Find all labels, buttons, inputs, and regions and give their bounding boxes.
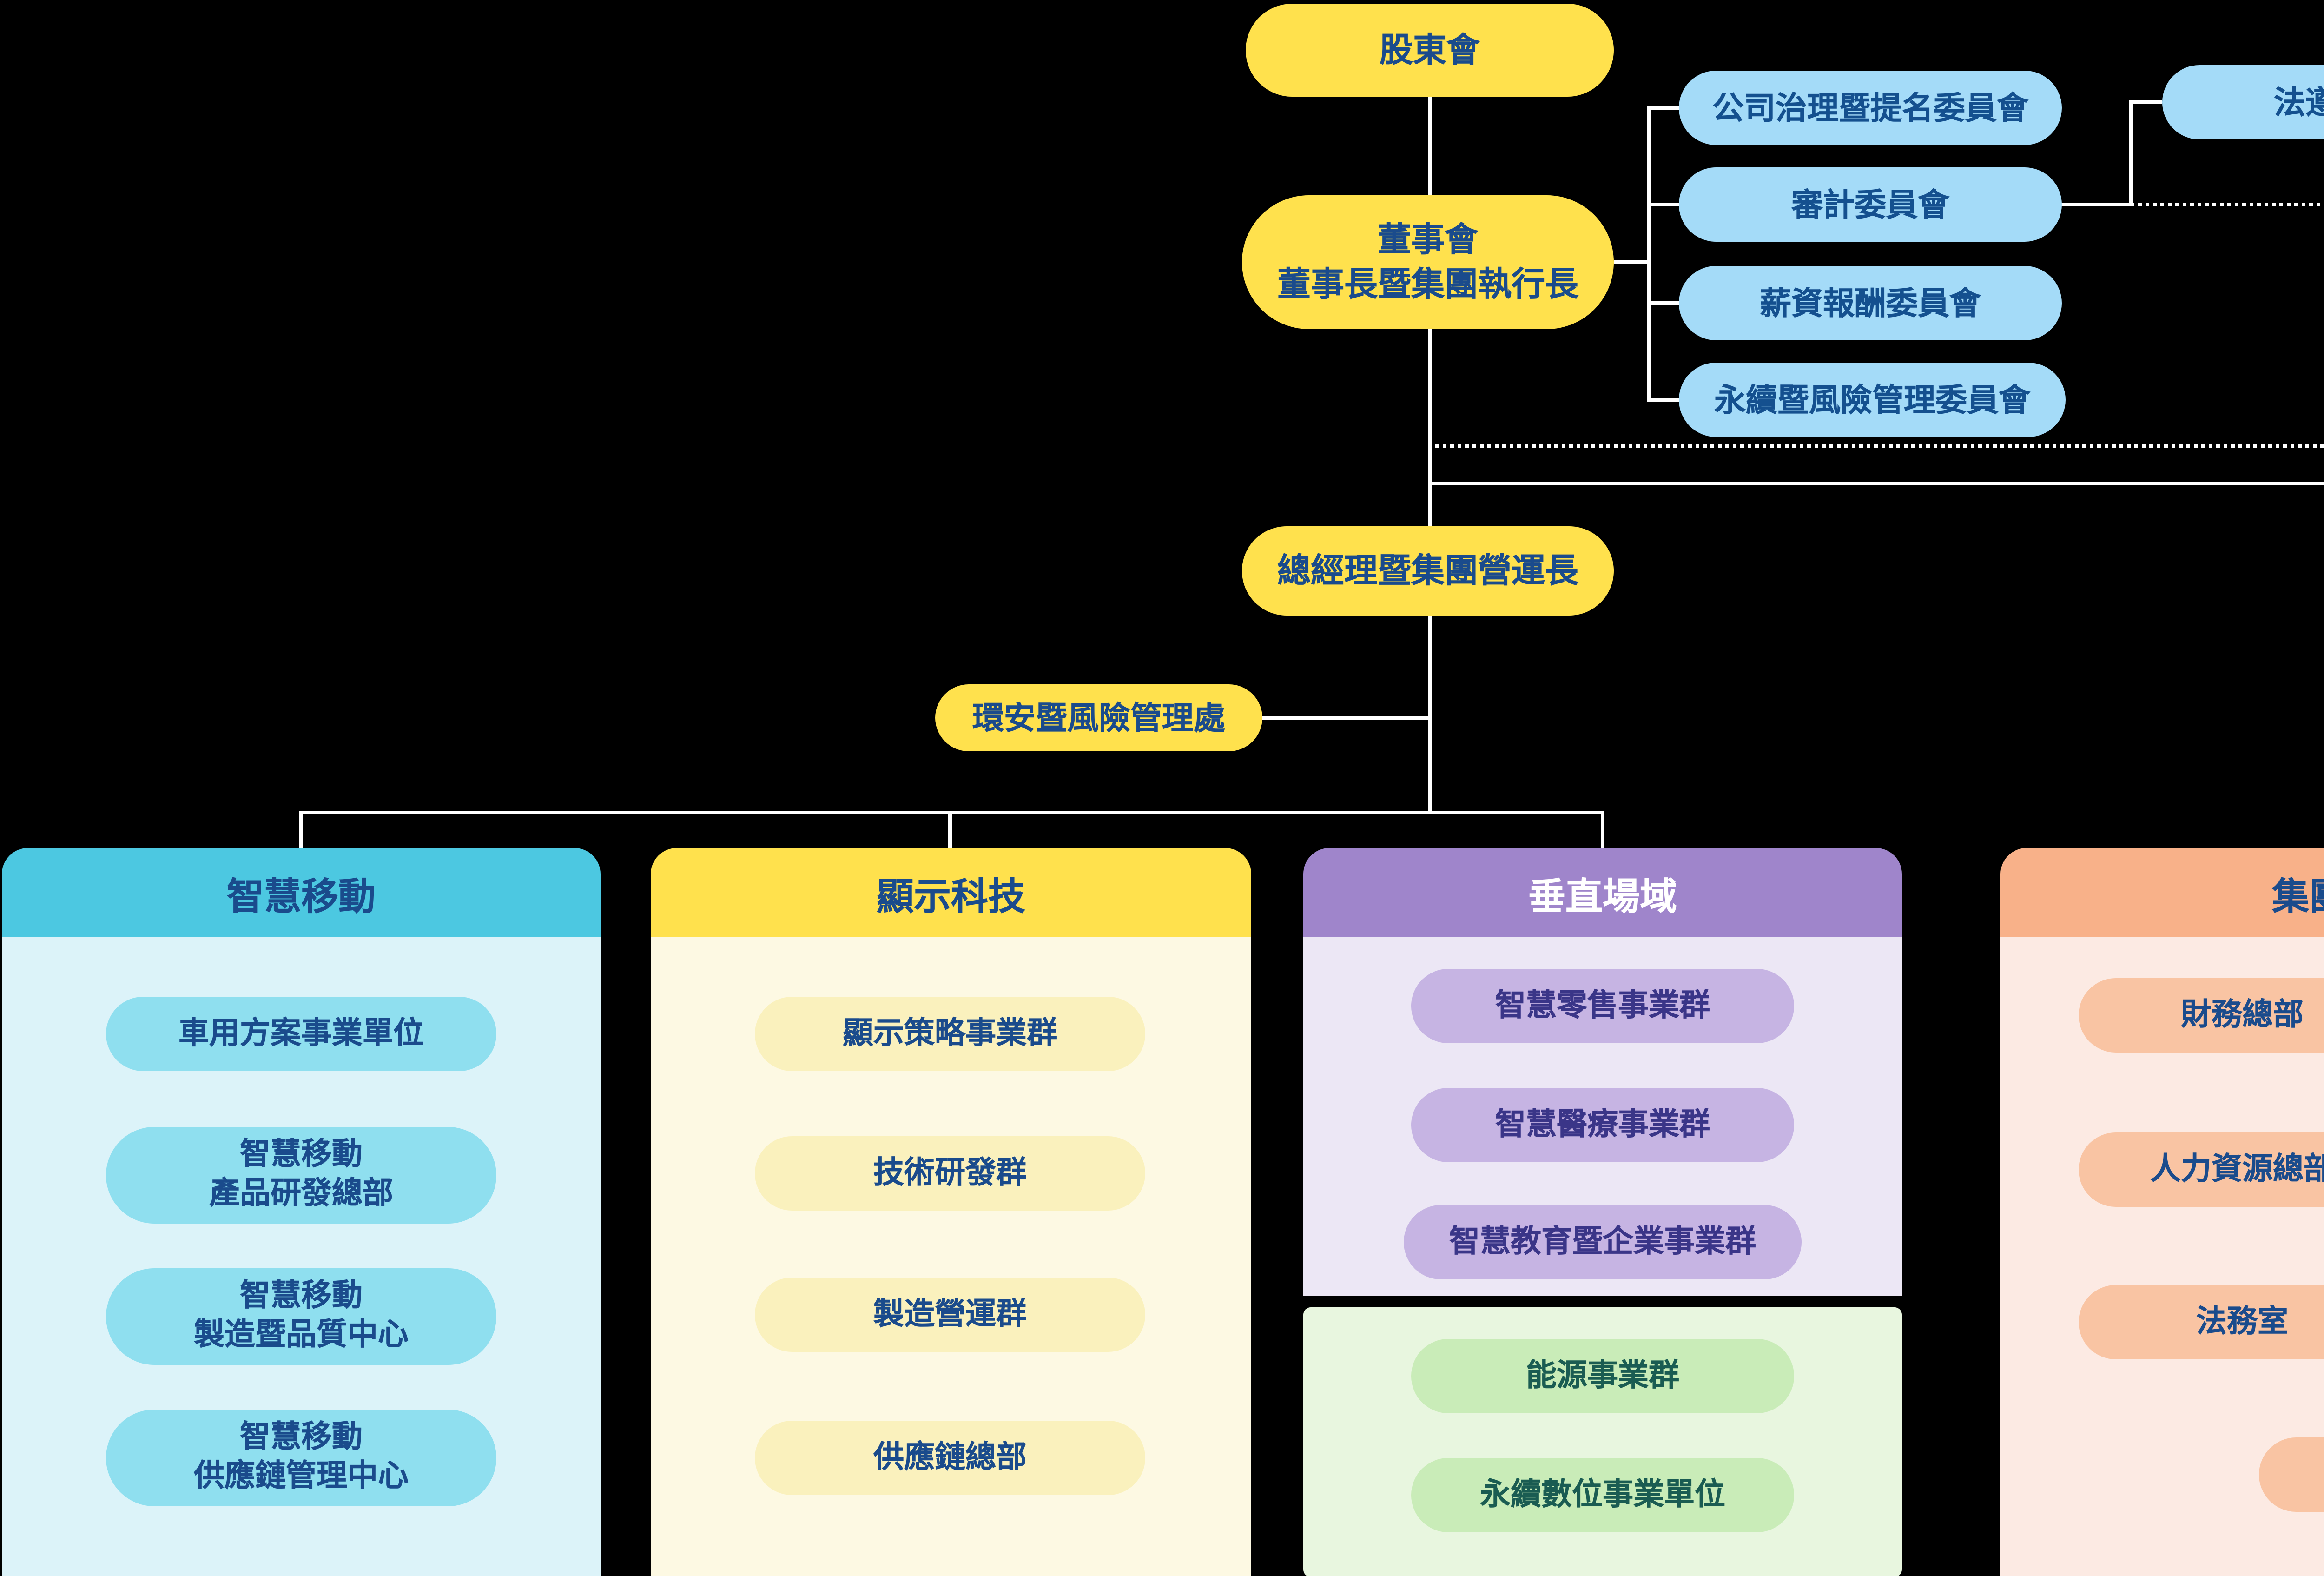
unit-label: 製造暨品質中心: [194, 1318, 409, 1352]
column-title: 垂直場域: [1528, 877, 1677, 918]
unit-smart-retail: 智慧零售事業群: [1411, 969, 1794, 1043]
ehs-label: 環安暨風險管理處: [972, 700, 1225, 735]
committee-label: 公司治理暨提名委員會: [1712, 90, 2028, 126]
column-display-technology: 顯示科技 顯示策略事業群 技術研發群 製造營運群 供應鏈總部: [651, 848, 1251, 1576]
column-vertical-domains: 垂直場域 智慧零售事業群 智慧醫療事業群 智慧教育暨企業事業群 能源事業群 永續…: [1303, 848, 1902, 1576]
connector-drop-col2: [948, 811, 952, 848]
unit-mobility-mfg-quality: 智慧移動 製造暨品質中心: [106, 1268, 496, 1365]
column-smart-mobility: 智慧移動 車用方案事業單位 智慧移動 產品研發總部 智慧移動 製造暨品質中心 智…: [2, 848, 601, 1576]
dotted-compliance-to-center: [1428, 444, 2324, 448]
unit-finance-hq: 財務總部: [2079, 978, 2324, 1053]
unit-label: 智慧移動: [240, 1138, 363, 1172]
committee-label: 永續暨風險管理委員會: [1714, 382, 2030, 417]
unit-smart-medical: 智慧醫療事業群: [1411, 1088, 1794, 1162]
unit-technology-rd: 技術研發群: [755, 1136, 1145, 1211]
connector-board-committee-stub: [1614, 260, 1649, 264]
connector-committee-stub-1: [1649, 106, 1681, 110]
connector-compliance-stub: [2129, 100, 2162, 104]
unit-label: 智慧移動: [240, 1279, 363, 1313]
committee-label: 審計委員會: [1791, 187, 1949, 222]
connector-committee-stub-2: [1649, 203, 1681, 206]
unit-manufacturing-operations: 製造營運群: [755, 1278, 1145, 1352]
unit-label: 技術研發群: [873, 1156, 1027, 1189]
connector-compliance-v: [2129, 100, 2133, 206]
board-label-line2: 董事長暨集團執行長: [1277, 266, 1578, 303]
president-group-coo: 總經理暨集團營運長: [1242, 526, 1614, 616]
committee-label: 薪資報酬委員會: [1760, 285, 1981, 321]
compliance-label: 法遵總顧問: [2274, 85, 2324, 120]
unit-human-resources-hq: 人力資源總部: [2079, 1132, 2324, 1207]
unit-label: 智慧醫療事業群: [1495, 1107, 1710, 1141]
unit-label: 製造營運群: [873, 1297, 1027, 1331]
unit-supply-chain-hq: 供應鏈總部: [755, 1421, 1145, 1495]
connector-drop-col3: [1601, 811, 1604, 848]
unit-label: 供應鏈管理中心: [194, 1460, 409, 1493]
committee-compensation: 薪資報酬委員會: [1679, 266, 2062, 340]
column-group-support: 集團營運支援單位 財務總部 數位技術發展總部 人力資源總部 永續發展總部 法務室…: [2000, 848, 2324, 1576]
connector-committee-bracket: [1647, 106, 1651, 402]
dotted-audit-committee-right: [2131, 203, 2324, 206]
column-title: 智慧移動: [227, 877, 376, 918]
shareholders-meeting: 股東會: [1246, 4, 1614, 97]
unit-display-strategy: 顯示策略事業群: [755, 997, 1145, 1071]
unit-label: 顯示策略事業群: [843, 1016, 1057, 1050]
unit-label: 供應鏈總部: [873, 1440, 1027, 1474]
connector-shareholders-board: [1428, 97, 1432, 195]
unit-label: 人力資源總部: [2150, 1152, 2324, 1185]
connector-committee-stub-3: [1649, 301, 1681, 305]
unit-label: 能源事業群: [1526, 1358, 1679, 1392]
connector-audit-compliance-h: [2060, 203, 2131, 206]
unit-sustainable-digital: 永續數位事業單位: [1411, 1458, 1794, 1532]
coo-label: 總經理暨集團營運長: [1277, 552, 1578, 589]
unit-label: 產品研發總部: [209, 1177, 393, 1211]
unit-label: 智慧零售事業群: [1495, 988, 1710, 1022]
column-title: 顯示科技: [877, 877, 1025, 918]
connector-drop-col1: [299, 811, 303, 848]
connector-distribution-horizontal: [301, 811, 1604, 814]
column-title: 集團營運支援單位: [2272, 877, 2324, 918]
unit-smart-education-enterprise: 智慧教育暨企業事業群: [1404, 1205, 1802, 1279]
chief-compliance-counsel: 法遵總顧問: [2162, 65, 2324, 139]
unit-legal-office: 法務室: [2079, 1285, 2324, 1359]
board-label-line1: 董事會: [1378, 221, 1478, 258]
unit-label: 法務室: [2196, 1305, 2288, 1338]
board-of-directors: 董事會 董事長暨集團執行長: [1242, 195, 1614, 329]
committee-audit: 審計委員會: [1679, 167, 2062, 242]
column-vertical-domains-header: 垂直場域: [1303, 848, 1902, 937]
unit-label: 智慧教育暨企業事業群: [1449, 1225, 1756, 1258]
column-smart-mobility-header: 智慧移動: [2, 848, 601, 937]
committee-governance-nomination: 公司治理暨提名委員會: [1679, 71, 2062, 145]
committee-sustainability-risk: 永續暨風險管理委員會: [1679, 363, 2066, 437]
connector-ehs: [1262, 716, 1428, 720]
column-green-energy-body: 能源事業群 永續數位事業單位: [1303, 1307, 1902, 1576]
connector-committee-stub-4: [1649, 398, 1681, 402]
unit-label: 車用方案事業單位: [178, 1016, 424, 1050]
connector-support-horizontal: [1428, 482, 2324, 485]
column-display-technology-header: 顯示科技: [651, 848, 1251, 937]
unit-label: 智慧移動: [240, 1421, 363, 1454]
unit-label: 財務總部: [2181, 998, 2304, 1031]
column-group-support-header: 集團營運支援單位: [2000, 848, 2324, 937]
ehs-risk-management-office: 環安暨風險管理處: [935, 684, 1262, 751]
unit-mobility-supply-chain: 智慧移動 供應鏈管理中心: [106, 1410, 496, 1506]
unit-audit-management-office: 稽核管理處: [2259, 1437, 2324, 1512]
unit-energy-business: 能源事業群: [1411, 1339, 1794, 1413]
unit-label: 永續數位事業單位: [1480, 1477, 1725, 1511]
unit-automotive-solutions: 車用方案事業單位: [106, 997, 496, 1071]
shareholders-meeting-label: 股東會: [1380, 32, 1480, 69]
unit-mobility-product-rd: 智慧移動 產品研發總部: [106, 1127, 496, 1224]
